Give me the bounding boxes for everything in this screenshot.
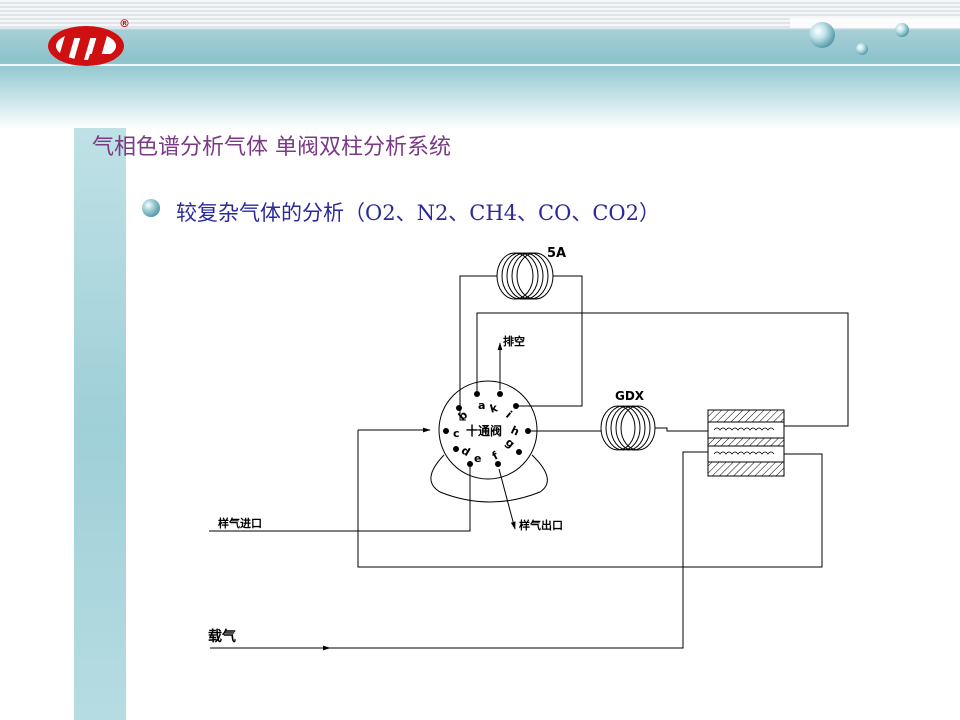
- port-b: b: [456, 408, 470, 423]
- valve-port-dots: [443, 391, 531, 467]
- label-sample-in: 样气进口: [218, 516, 262, 530]
- port-c: c: [453, 427, 460, 440]
- registered-mark: ®: [119, 17, 130, 30]
- port-f: f: [490, 449, 501, 463]
- port-e: e: [474, 452, 481, 465]
- page-title: 气相色谱分析气体 单阀双柱分析系统: [92, 135, 451, 160]
- column-5a-coil: [496, 252, 554, 300]
- port-a: a: [478, 399, 485, 412]
- port-i: i: [503, 408, 514, 420]
- water-drops-decoration: [790, 18, 960, 55]
- header-divider: [0, 64, 960, 66]
- label-valve: 十通阀: [466, 423, 502, 438]
- company-logo-icon: [48, 26, 124, 66]
- port-k: k: [489, 401, 500, 416]
- bullet-icon: [142, 199, 160, 217]
- label-vent: 排空: [503, 334, 525, 348]
- detector-block: [707, 409, 785, 477]
- label-carrier: 载气: [208, 628, 236, 645]
- bullet-text: 较复杂气体的分析（O2、N2、CH4、CO、CO2）: [176, 201, 660, 225]
- column-gdx-coil: [600, 405, 656, 451]
- label-5a: 5A: [547, 246, 566, 261]
- port-d: d: [459, 444, 472, 459]
- label-gdx: GDX: [615, 389, 645, 403]
- left-accent-bar: [74, 128, 126, 720]
- label-sample-out: 样气出口: [519, 518, 563, 532]
